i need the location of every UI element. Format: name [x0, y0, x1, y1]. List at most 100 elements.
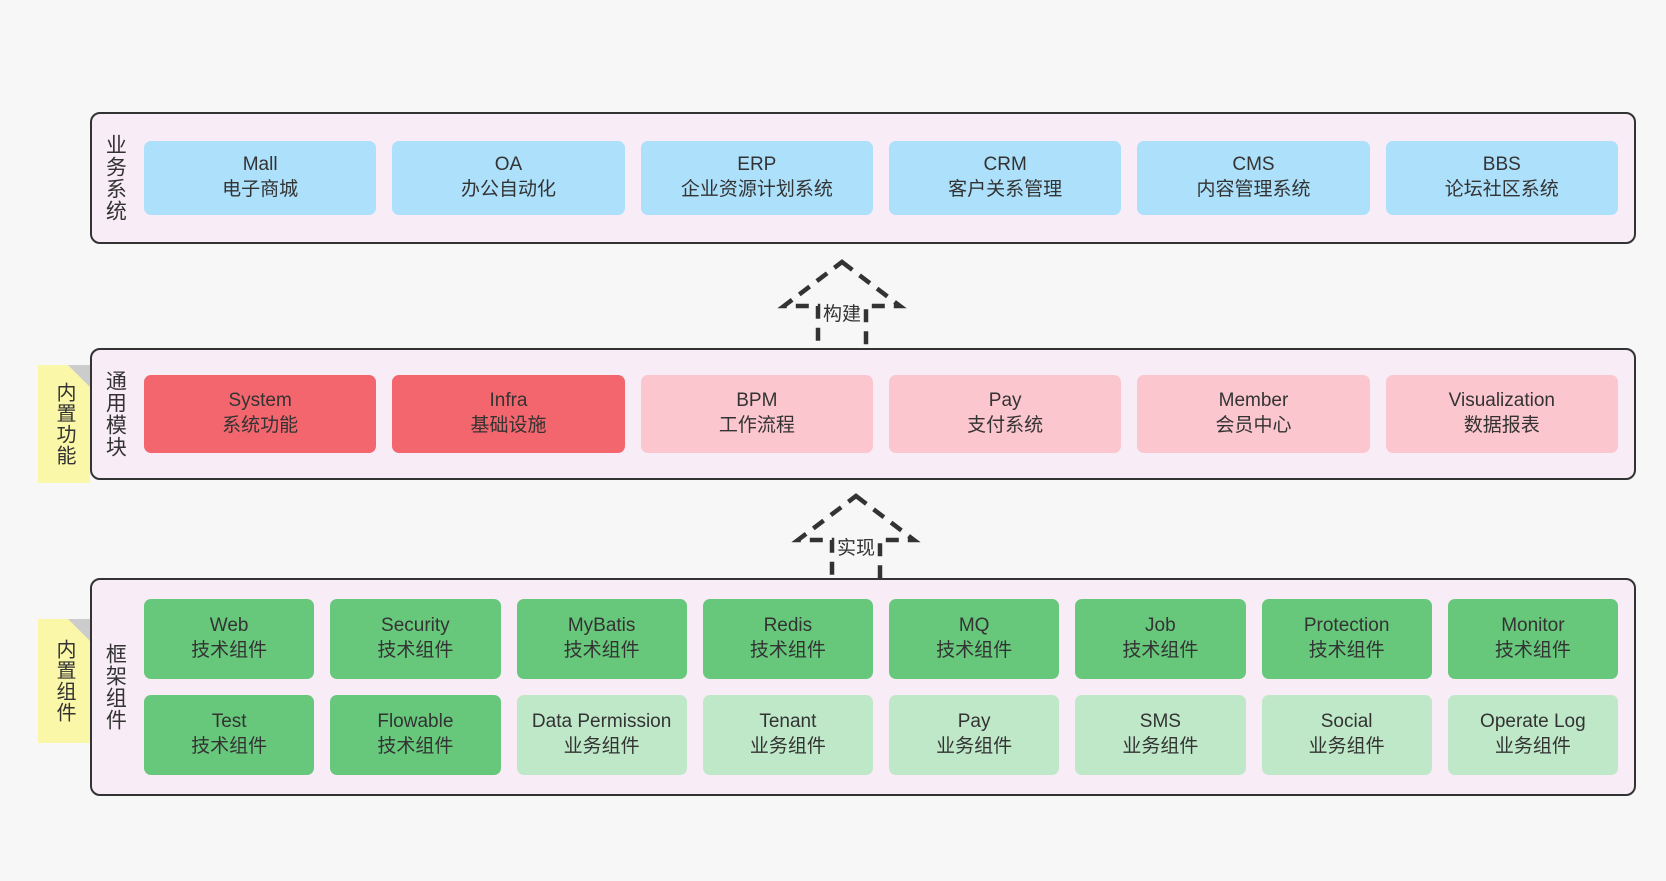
card-flowable[interactable]: Flowable 技术组件	[330, 695, 501, 775]
card-mall-cn: 电子商城	[222, 179, 299, 200]
card-mq-cn: 技术组件	[936, 640, 1013, 661]
card-tenant-cn: 业务组件	[749, 736, 826, 757]
card-bbs-en: BBS	[1482, 154, 1521, 176]
card-redis[interactable]: Redis 技术组件	[702, 599, 873, 679]
card-data-permission-en: Data Permission	[531, 711, 672, 733]
card-pay-module[interactable]: Pay 支付系统	[888, 375, 1122, 453]
card-mq-en: MQ	[958, 615, 990, 637]
card-bpm-en: BPM	[736, 390, 778, 412]
card-erp[interactable]: ERP 企业资源计划系统	[640, 141, 873, 215]
card-visualization[interactable]: Visualization 数据报表	[1385, 375, 1618, 453]
note-builtin-features: 内置功能	[38, 365, 90, 483]
note-builtin-components: 内置组件	[38, 619, 90, 743]
card-mq[interactable]: MQ 技术组件	[889, 599, 1060, 679]
card-sms[interactable]: SMS 业务组件	[1075, 695, 1246, 775]
card-system[interactable]: System 系统功能	[144, 375, 377, 453]
layer-framework-components-title: 框架组件	[103, 643, 127, 731]
card-system-en: System	[228, 390, 292, 412]
card-sms-cn: 业务组件	[1122, 736, 1199, 757]
card-flowable-en: Flowable	[377, 711, 454, 733]
card-member-en: Member	[1218, 390, 1289, 412]
layer-framework-components-body: Web 技术组件 Security 技术组件 MyBatis 技术组件 Redi…	[136, 580, 1634, 794]
card-crm-en: CRM	[983, 154, 1027, 176]
card-pay-module-cn: 支付系统	[967, 415, 1044, 436]
card-mybatis-en: MyBatis	[567, 615, 636, 637]
card-protection-cn: 技术组件	[1308, 640, 1385, 661]
card-member-cn: 会员中心	[1215, 415, 1292, 436]
card-flowable-cn: 技术组件	[377, 736, 454, 757]
card-web-cn: 技术组件	[191, 640, 268, 661]
card-social-en: Social	[1320, 711, 1373, 733]
card-bpm[interactable]: BPM 工作流程	[640, 375, 873, 453]
card-test-en: Test	[211, 711, 247, 733]
arrow-build: 构建	[752, 256, 932, 360]
card-security-en: Security	[381, 615, 450, 637]
layer-business-systems-body: Mall 电子商城 OA 办公自动化 ERP 企业资源计划系统 CRM 客户关系…	[136, 114, 1634, 242]
card-protection-en: Protection	[1303, 615, 1390, 637]
common-modules-row: System 系统功能 Infra 基础设施 BPM 工作流程 Pay 支付系统…	[144, 375, 1618, 453]
note-builtin-features-label: 内置功能	[53, 382, 75, 466]
card-test-cn: 技术组件	[191, 736, 268, 757]
card-operate-log-en: Operate Log	[1480, 711, 1586, 733]
card-job-en: Job	[1145, 615, 1176, 637]
card-infra[interactable]: Infra 基础设施	[392, 375, 625, 453]
card-test[interactable]: Test 技术组件	[144, 695, 315, 775]
layer-common-modules-body: System 系统功能 Infra 基础设施 BPM 工作流程 Pay 支付系统…	[136, 350, 1634, 478]
card-infra-en: Infra	[489, 390, 528, 412]
card-mall[interactable]: Mall 电子商城	[144, 141, 377, 215]
card-system-cn: 系统功能	[222, 415, 299, 436]
card-web-en: Web	[209, 615, 249, 637]
layer-common-modules: 通用模块 System 系统功能 Infra 基础设施 BPM 工作流程 Pay…	[90, 348, 1636, 480]
card-tenant-en: Tenant	[759, 711, 817, 733]
card-data-permission-cn: 业务组件	[563, 736, 640, 757]
business-systems-row: Mall 电子商城 OA 办公自动化 ERP 企业资源计划系统 CRM 客户关系…	[144, 141, 1618, 215]
card-data-permission[interactable]: Data Permission 业务组件	[516, 695, 687, 775]
arrow-implement-label: 实现	[836, 538, 875, 559]
card-sms-en: SMS	[1139, 711, 1181, 733]
card-pay-component[interactable]: Pay 业务组件	[889, 695, 1060, 775]
card-security-cn: 技术组件	[377, 640, 454, 661]
card-protection[interactable]: Protection 技术组件	[1261, 599, 1432, 679]
card-operate-log-cn: 业务组件	[1494, 736, 1571, 757]
card-monitor-cn: 技术组件	[1494, 640, 1571, 661]
card-cms-cn: 内容管理系统	[1196, 179, 1311, 200]
card-member[interactable]: Member 会员中心	[1137, 375, 1370, 453]
card-job[interactable]: Job 技术组件	[1075, 599, 1246, 679]
card-bpm-cn: 工作流程	[718, 415, 795, 436]
card-pay-component-en: Pay	[957, 711, 991, 733]
card-oa[interactable]: OA 办公自动化	[392, 141, 625, 215]
card-monitor-en: Monitor	[1501, 615, 1565, 637]
layer-framework-components: 框架组件 Web 技术组件 Security 技术组件 MyBatis 技术组件…	[90, 578, 1636, 796]
card-tenant[interactable]: Tenant 业务组件	[702, 695, 873, 775]
card-social[interactable]: Social 业务组件	[1261, 695, 1432, 775]
card-infra-cn: 基础设施	[470, 415, 547, 436]
card-cms[interactable]: CMS 内容管理系统	[1137, 141, 1370, 215]
card-operate-log[interactable]: Operate Log 业务组件	[1447, 695, 1618, 775]
card-pay-component-cn: 业务组件	[936, 736, 1013, 757]
card-social-cn: 业务组件	[1308, 736, 1385, 757]
card-pay-module-en: Pay	[988, 390, 1022, 412]
arrow-build-label: 构建	[822, 304, 861, 325]
layer-common-modules-title: 通用模块	[103, 370, 127, 458]
layer-business-systems: 业务系统 Mall 电子商城 OA 办公自动化 ERP 企业资源计划系统 CRM…	[90, 112, 1636, 244]
card-redis-cn: 技术组件	[749, 640, 826, 661]
card-monitor[interactable]: Monitor 技术组件	[1447, 599, 1618, 679]
layer-business-systems-title: 业务系统	[103, 134, 127, 222]
card-bbs-cn: 论坛社区系统	[1444, 179, 1559, 200]
note-builtin-components-label: 内置组件	[53, 639, 75, 723]
card-visualization-cn: 数据报表	[1463, 415, 1540, 436]
card-mybatis[interactable]: MyBatis 技术组件	[516, 599, 687, 679]
card-crm[interactable]: CRM 客户关系管理	[888, 141, 1122, 215]
card-security[interactable]: Security 技术组件	[330, 599, 501, 679]
card-visualization-en: Visualization	[1448, 390, 1555, 412]
framework-components-row-1: Web 技术组件 Security 技术组件 MyBatis 技术组件 Redi…	[144, 599, 1618, 679]
card-job-cn: 技术组件	[1122, 640, 1199, 661]
card-cms-en: CMS	[1232, 154, 1275, 176]
card-erp-cn: 企业资源计划系统	[680, 179, 833, 200]
card-web[interactable]: Web 技术组件	[144, 599, 315, 679]
card-bbs[interactable]: BBS 论坛社区系统	[1385, 141, 1618, 215]
card-mall-en: Mall	[242, 154, 278, 176]
card-erp-en: ERP	[737, 154, 777, 176]
card-mybatis-cn: 技术组件	[563, 640, 640, 661]
framework-components-row-2: Test 技术组件 Flowable 技术组件 Data Permission …	[144, 695, 1618, 775]
